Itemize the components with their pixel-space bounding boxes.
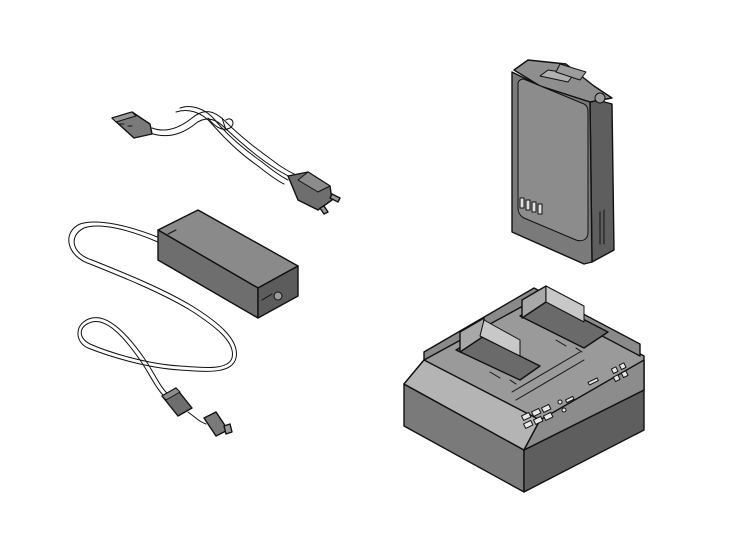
ac-adapter-icon — [68, 209, 299, 437]
charger-status-indicators — [521, 395, 575, 429]
battery-contacts — [519, 197, 543, 215]
power-cord-icon — [111, 106, 341, 215]
charger-status-indicators-right — [587, 362, 629, 386]
battery-pack-icon — [511, 59, 615, 265]
dual-battery-charger-icon — [403, 285, 645, 493]
